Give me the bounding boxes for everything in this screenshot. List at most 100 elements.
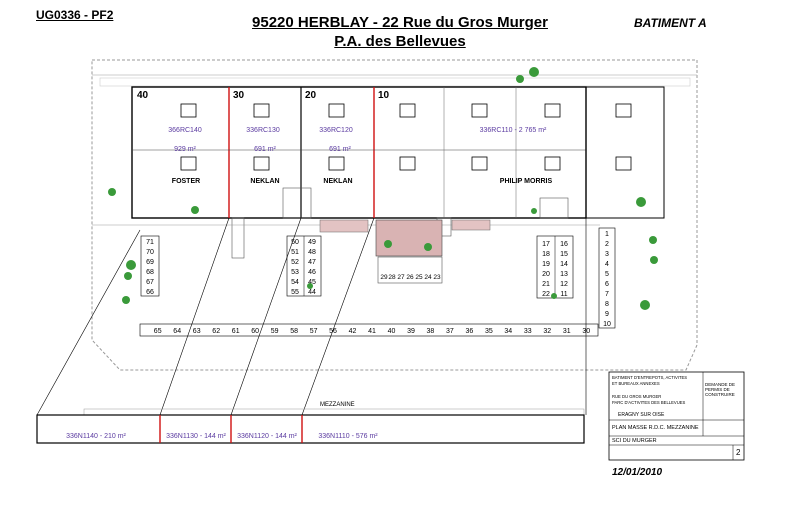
loading-docks [231,187,569,259]
parking-number: 65 [154,328,162,335]
parking-number: 59 [271,328,279,335]
parking-number: 23 [433,274,441,281]
parking-number: 64 [173,328,181,335]
title-block [608,371,745,461]
parking-number: 56 [329,328,337,335]
parking-number: 20 [542,271,550,278]
parking-number: 5 [605,271,609,278]
parking-number: 57 [310,328,318,335]
building-outline [131,86,587,219]
parking-far-right [598,227,616,329]
parking-number: 28 [388,274,396,281]
tree-icon [529,67,539,77]
parking-number: 19 [542,261,550,268]
cell-area: 929 m² [174,146,196,153]
cell-number: 40 [137,90,149,101]
parking-number: 12 [560,281,568,288]
cell-area: 691 m² [254,146,276,153]
plan-date: 12/01/2010 [612,467,662,478]
mezzanine-lot: 336N1130 - 144 m² [166,433,226,440]
parking-number: 60 [251,328,259,335]
trees [108,67,658,310]
title-plan: PLAN MASSE R.D.C. MEZZANINE [612,425,699,431]
tree-icon [650,256,658,264]
parking-number: 70 [146,249,154,256]
lot-reference: 336RC110 - 2 765 m² [480,127,547,134]
tree-icon [191,206,199,214]
parking-number: 14 [560,261,568,268]
title-line: PARC D'ACTIVITES DES BELLEVUES [612,400,686,405]
parking-number: 24 [424,274,432,281]
parking-number: 8 [605,301,609,308]
parking-number: 25 [415,274,423,281]
parking-number: 50 [291,239,299,246]
roof-strip [99,77,691,87]
mezzanine-outline [36,414,585,444]
courtyard-area [375,219,443,257]
cell-number: 20 [305,90,317,101]
title-line: RUE DU GROS MURGER [612,394,661,399]
tree-icon [649,236,657,244]
tree-icon [551,293,557,299]
tree-icon [307,283,313,289]
parking-number: 33 [524,328,532,335]
parking-number: 32 [543,328,551,335]
courtyard-area [319,219,369,233]
title-line: BATIMENT D'ENTREPOTS, ACTIVITES [612,375,687,380]
parking-number: 71 [146,239,154,246]
parking-number: 68 [146,269,154,276]
tree-icon [516,75,524,83]
projection-lines [36,217,587,416]
tree-icon [124,272,132,280]
parking-number: 17 [542,241,550,248]
parking-number: 35 [485,328,493,335]
mezzanine-lot: 336N1140 - 210 m² [66,433,126,440]
title-side: DEMANDE DE PERMIS DE CONSTRUIRE [705,382,736,397]
parking-number: 52 [291,259,299,266]
parking-number: 31 [563,328,571,335]
parking-left [140,235,160,297]
parking-number: 44 [308,289,316,296]
parking-number: 67 [146,279,154,286]
parking-number: 7 [605,291,609,298]
parking-number: 21 [542,281,550,288]
mezzanine-lot: 336N1120 - 144 m² [237,433,297,440]
parking-number: 48 [308,249,316,256]
mezzanine-label: MEZZANINE [320,402,355,408]
lot-reference: 366RC140 [168,127,202,134]
tenant-name: PHILIP MORRIS [500,178,553,185]
parking-number: 63 [193,328,201,335]
parking-number: 42 [349,328,357,335]
parking-number: 6 [605,281,609,288]
parking-number: 27 [397,274,405,281]
cell-number: 30 [233,90,245,101]
tree-icon [108,188,116,196]
site-boundary [91,59,698,371]
parking-number: 58 [290,328,298,335]
building-label: BATIMENT A [634,16,707,30]
parking-number: 39 [407,328,415,335]
park-title: P.A. des Bellevues [334,33,466,50]
parking-number: 40 [388,328,396,335]
title-city: ERAGNY SUR OISE [618,412,665,418]
tenant-name: FOSTER [172,178,200,185]
document-reference: UG0336 - PF2 [36,8,114,22]
parking-number: 11 [560,291,567,298]
parking-number: 2 [605,241,609,248]
mezzanine-top [83,408,585,416]
parking-number: 53 [291,269,299,276]
title-line: ET BUREAUX ANNEXES [612,381,660,386]
title-owner: SCI DU MURGER [612,438,657,444]
courtyard-parking [377,256,443,284]
tree-icon [122,296,130,304]
parking-number: 69 [146,259,154,266]
parking-number: 36 [466,328,474,335]
parking-number: 51 [291,249,299,256]
lot-reference: 336RC130 [246,127,280,134]
parking-number: 47 [308,259,316,266]
parking-number: 45 [308,279,316,286]
parking-number: 13 [560,271,568,278]
tree-icon [640,300,650,310]
skylights [180,103,632,171]
